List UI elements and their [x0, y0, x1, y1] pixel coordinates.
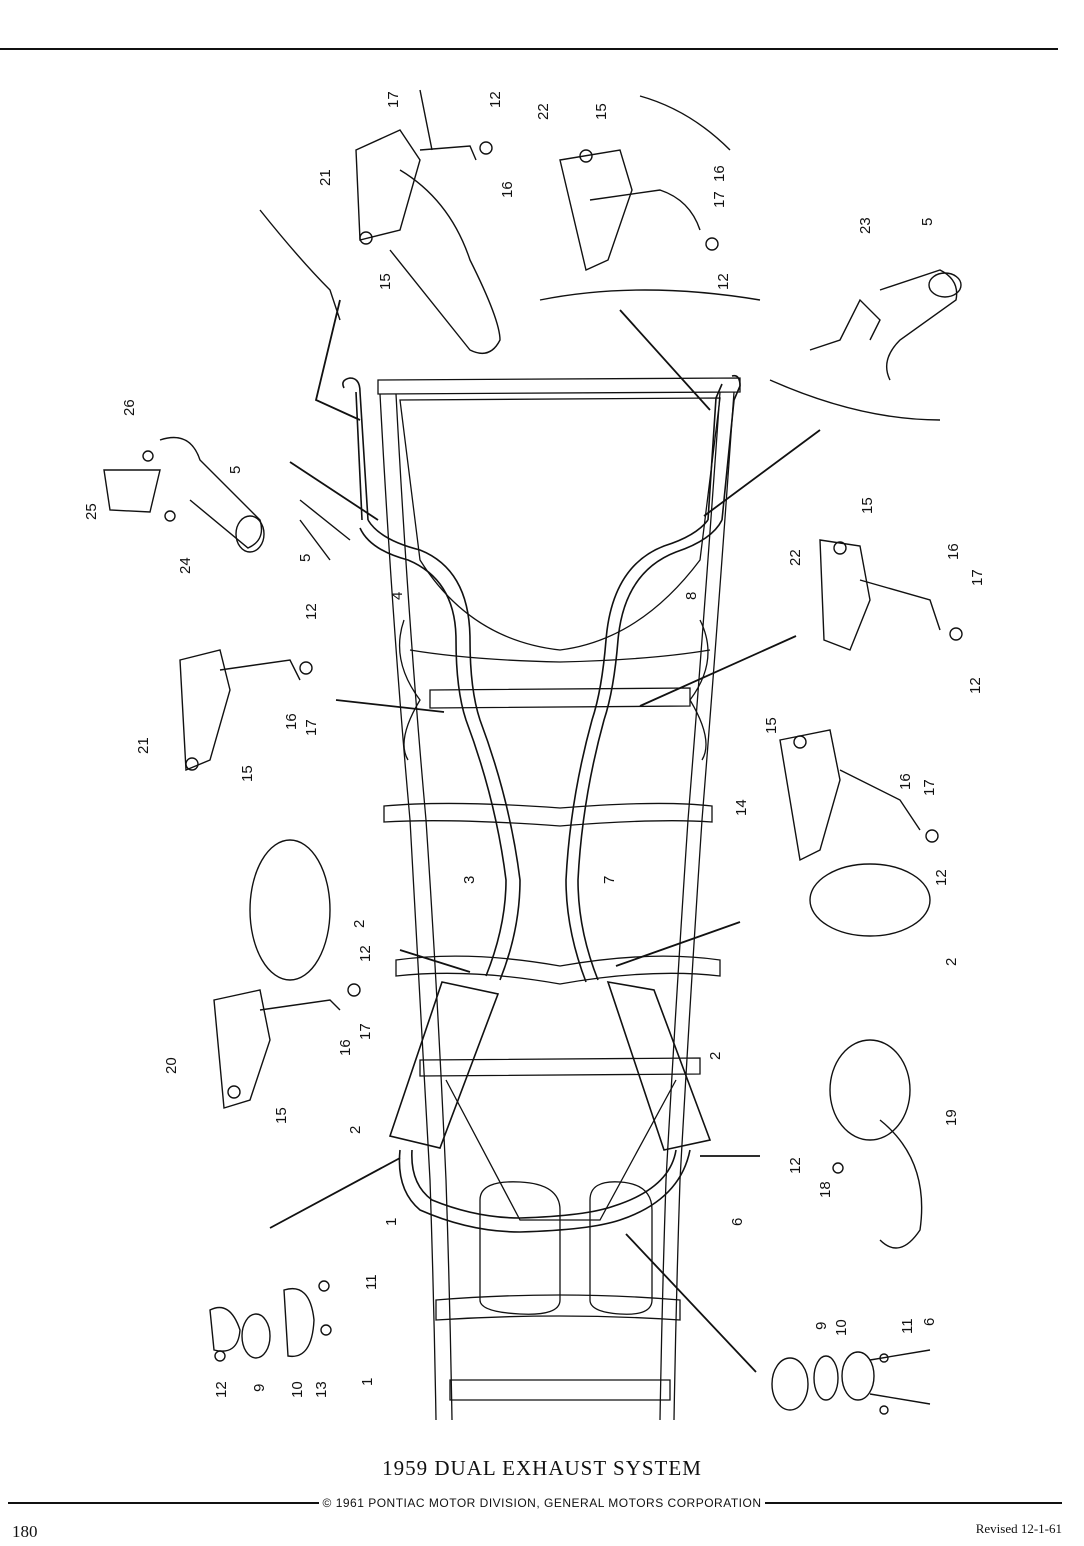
copyright-text: © 1961 PONTIAC MOTOR DIVISION, GENERAL M… [318, 1496, 766, 1510]
inset-top-left-hanger [259, 89, 501, 354]
callout-2-lmuf: 2 [347, 1126, 364, 1134]
callout-14: 14 [733, 799, 750, 816]
callout-26: 26 [121, 399, 138, 416]
callout-8: 8 [683, 592, 700, 600]
callout-5-m: 5 [297, 554, 314, 562]
callout-22-tr: 22 [535, 103, 552, 120]
callout-17-rc: 17 [921, 779, 938, 796]
callout-9-rf: 9 [813, 1322, 830, 1330]
callout-21-lm: 21 [135, 737, 152, 754]
callout-15-tr: 15 [593, 103, 610, 120]
inset-left-muffler-hanger [213, 839, 361, 1109]
callout-12-lf: 12 [213, 1381, 230, 1398]
inset-left-tailpipe-bracket [103, 436, 351, 561]
callout-19: 19 [943, 1109, 960, 1126]
callout-10-lf: 10 [289, 1381, 306, 1398]
callout-16-lmu: 16 [337, 1039, 354, 1056]
callout-labels: 17 12 21 16 15 22 15 16 17 12 23 5 26 25… [83, 91, 986, 1398]
leader-lines [269, 299, 821, 1373]
inset-right-tailpipe-bracket [769, 269, 962, 421]
inset-right-tail-outlet [829, 1039, 923, 1249]
callout-12-rc: 12 [933, 869, 950, 886]
callout-4: 4 [389, 592, 406, 600]
callout-15-lmu: 15 [273, 1107, 290, 1124]
callout-17-rm: 17 [969, 569, 986, 586]
revision-date: Revised 12-1-61 [975, 1521, 1062, 1536]
inset-left-mid-hanger [179, 649, 313, 772]
callout-11-l: 11 [363, 1274, 380, 1290]
callout-15-lm: 15 [239, 765, 256, 782]
callout-11-rf: 11 [899, 1318, 916, 1334]
callout-25: 25 [83, 503, 100, 520]
callout-10-rf: 10 [833, 1319, 850, 1336]
callout-12-rm: 12 [967, 677, 984, 694]
callout-21-tl: 21 [317, 169, 334, 186]
callout-1-lf: 1 [359, 1378, 376, 1386]
callout-6-r: 6 [729, 1218, 746, 1226]
callout-16-rm: 16 [945, 543, 962, 560]
callout-24: 24 [177, 557, 194, 574]
callout-15-rc: 15 [763, 717, 780, 734]
callout-5-l: 5 [227, 466, 244, 474]
callout-2-l: 2 [351, 920, 368, 928]
callout-20: 20 [163, 1057, 180, 1074]
callout-12-lm: 12 [303, 603, 320, 620]
callout-23: 23 [857, 217, 874, 234]
callout-16-lm: 16 [283, 713, 300, 730]
callout-17-lm: 17 [303, 719, 320, 736]
callout-15-tl: 15 [377, 273, 394, 290]
callout-12-tr: 12 [715, 273, 732, 290]
diagram-title: 1959 DUAL EXHAUST SYSTEM [382, 1456, 702, 1480]
top-rule [0, 48, 1058, 50]
callout-17-tr: 17 [711, 191, 728, 208]
callout-2-rc: 2 [943, 958, 960, 966]
callout-16-tr: 16 [711, 165, 728, 182]
callout-12-tl: 12 [487, 91, 504, 108]
callout-18: 18 [817, 1181, 834, 1198]
callout-16-tl: 16 [499, 181, 516, 198]
callout-1-l: 1 [383, 1218, 400, 1226]
callout-16-rc: 16 [897, 773, 914, 790]
callout-12-ro: 12 [787, 1157, 804, 1174]
callout-17-tl: 17 [385, 91, 402, 108]
inset-right-flange [771, 1349, 931, 1415]
page-number: 180 [12, 1522, 38, 1541]
inset-top-right-hanger [539, 95, 761, 301]
callout-12-lmu: 12 [357, 945, 374, 962]
inset-right-mid-hanger [819, 539, 963, 651]
callout-15-rm: 15 [859, 497, 876, 514]
callout-3: 3 [461, 876, 478, 884]
exhaust-pipes [342, 374, 741, 1233]
callout-17-lmu: 17 [357, 1023, 374, 1040]
callout-7: 7 [601, 876, 618, 884]
copyright-line: © 1961 PONTIAC MOTOR DIVISION, GENERAL M… [0, 1494, 1084, 1512]
callout-6-rf: 6 [921, 1318, 938, 1326]
callout-13: 13 [313, 1381, 330, 1398]
callout-5-r: 5 [919, 218, 936, 226]
inset-right-clamp [779, 729, 939, 937]
chassis-frame [377, 377, 741, 1421]
callout-9-lf: 9 [251, 1384, 268, 1392]
inset-left-flange [209, 1280, 332, 1362]
callout-2-rmuf: 2 [707, 1052, 724, 1060]
callout-22-rm: 22 [787, 549, 804, 566]
